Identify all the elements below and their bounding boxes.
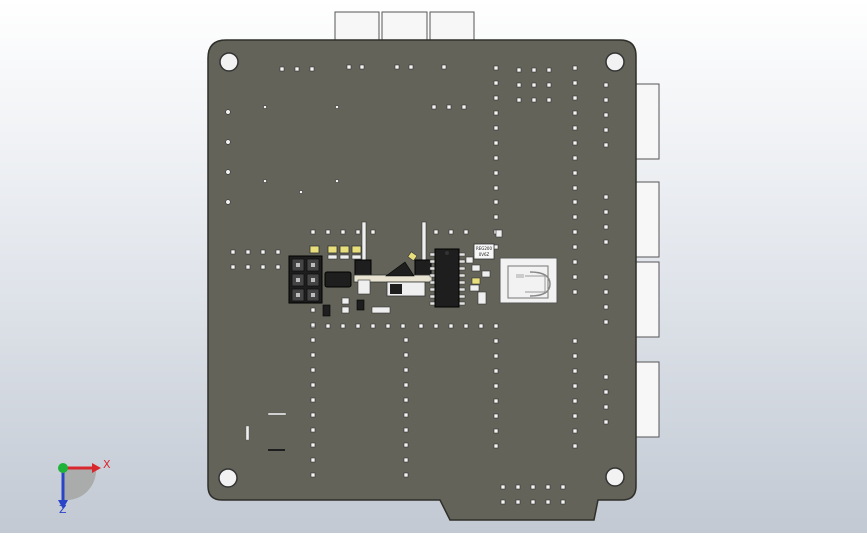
- top-connector-2[interactable]: [381, 11, 428, 43]
- triad-shadow: [63, 468, 97, 501]
- misc-markings: [245, 412, 287, 451]
- mount-hole-bottom-right: [605, 467, 625, 487]
- usb-connector[interactable]: [499, 257, 558, 304]
- dip-ic-chip[interactable]: [429, 248, 466, 308]
- pin-holes: [230, 64, 609, 505]
- coordinate-triad[interactable]: X Z: [58, 458, 111, 516]
- vias: [225, 105, 339, 205]
- triad-x-label: X: [103, 458, 111, 471]
- top-connector-1[interactable]: [334, 11, 380, 43]
- pin-header-2x3[interactable]: [288, 255, 323, 304]
- passive-components: [322, 297, 391, 317]
- labeled-smd-chip: REG200 0V6Z: [473, 243, 495, 260]
- mount-hole-top-right: [605, 52, 625, 72]
- chip-label-line1: REG200: [476, 246, 492, 251]
- voltage-regulator[interactable]: [353, 221, 433, 297]
- mount-hole-bottom-left: [218, 468, 238, 488]
- triad-y-axis-dot: [58, 463, 68, 473]
- smd-leds: [309, 245, 362, 260]
- top-connector-3[interactable]: [429, 11, 475, 43]
- crystal-component: [324, 271, 352, 288]
- chip-label-line2: 0V6Z: [479, 252, 490, 257]
- usb-support-parts: [465, 229, 503, 305]
- mounting-holes: [218, 52, 625, 488]
- top-edge-connectors[interactable]: [334, 11, 475, 43]
- triad-z-label: Z: [59, 503, 67, 516]
- mount-hole-top-left: [219, 52, 239, 72]
